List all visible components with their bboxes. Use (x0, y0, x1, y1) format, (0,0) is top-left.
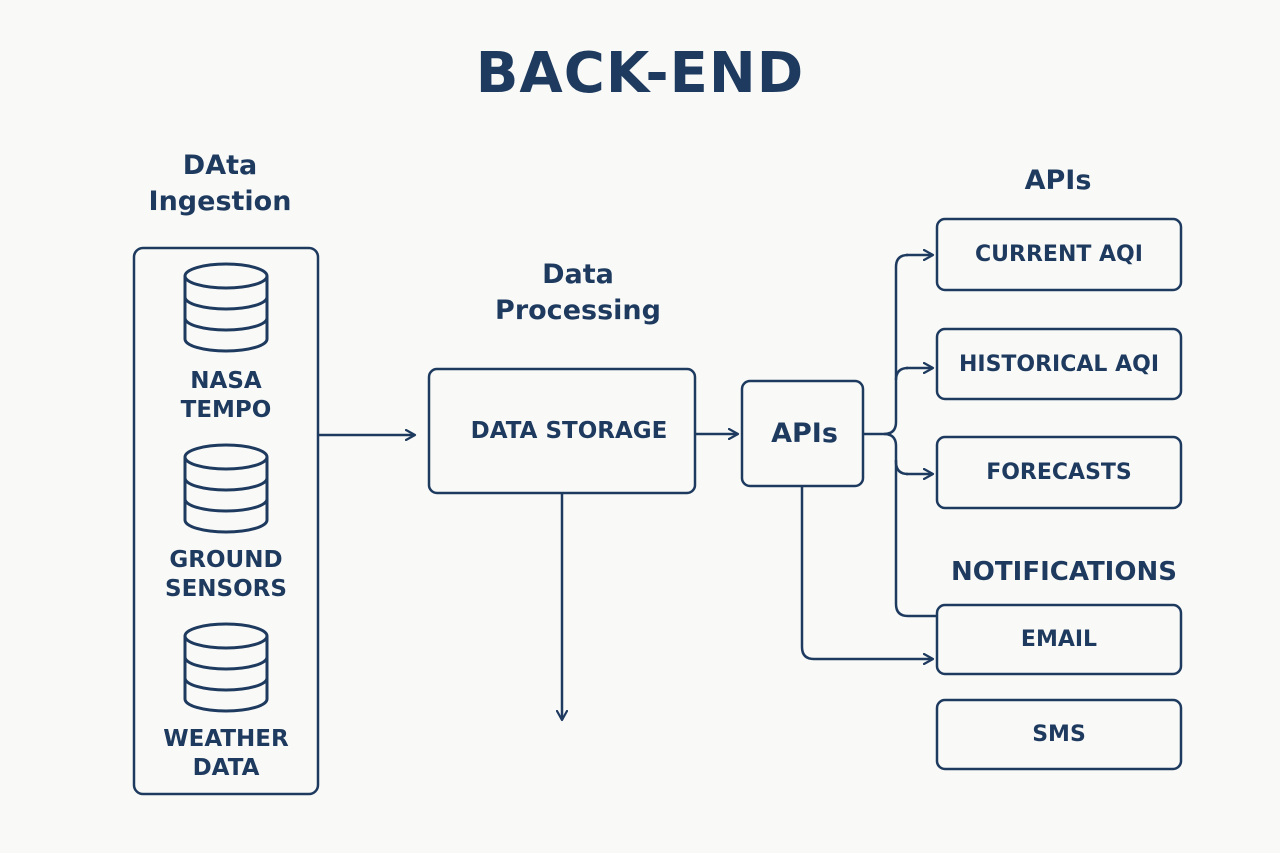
source-label-ground-sensors: GROUND SENSORS (165, 547, 287, 602)
database-icon (183, 622, 269, 713)
sms-label: SMS (1032, 722, 1086, 747)
processing-heading: Data Processing (495, 259, 661, 326)
database-icon (183, 262, 269, 353)
forecasts-label: FORECASTS (986, 460, 1132, 485)
historical-branch (894, 366, 909, 381)
current-aqi-label: CURRENT AQI (975, 242, 1143, 267)
ingestion-container (132, 246, 320, 796)
database-icon (183, 443, 269, 534)
page-title: BACK-END (475, 41, 805, 106)
api-hub-label: APIs (771, 418, 838, 449)
api-fanout-trunk (863, 253, 909, 436)
historical-aqi-label: HISTORICAL AQI (958, 351, 1160, 377)
apis-heading: APIs (1024, 165, 1092, 196)
email-upper-branch (894, 460, 937, 618)
ingestion-heading: DAta Ingestion (148, 150, 292, 217)
email-label: EMAIL (1020, 627, 1098, 652)
data-storage-label: DATA STORAGE (470, 418, 668, 444)
api-to-email-connector (800, 486, 933, 659)
source-label-weather-data: WEATHER DATA (163, 726, 289, 781)
forecast-branch (883, 432, 909, 476)
source-label-nasa-tempo: NASA TEMPO (180, 368, 272, 423)
notifications-heading: NOTIFICATIONS (951, 557, 1177, 587)
